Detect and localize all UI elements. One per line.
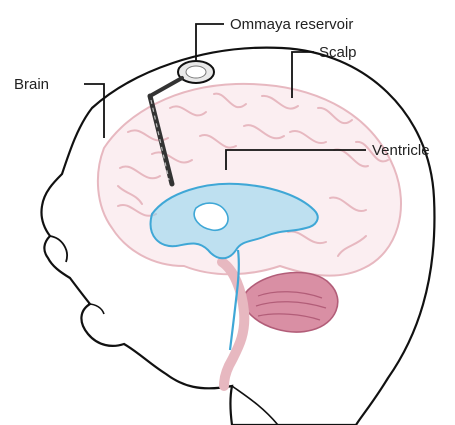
- label-scalp: Scalp: [319, 44, 357, 61]
- label-brain: Brain: [14, 76, 49, 93]
- label-ventricle: Ventricle: [372, 142, 430, 159]
- label-ommaya: Ommaya reservoir: [230, 16, 353, 33]
